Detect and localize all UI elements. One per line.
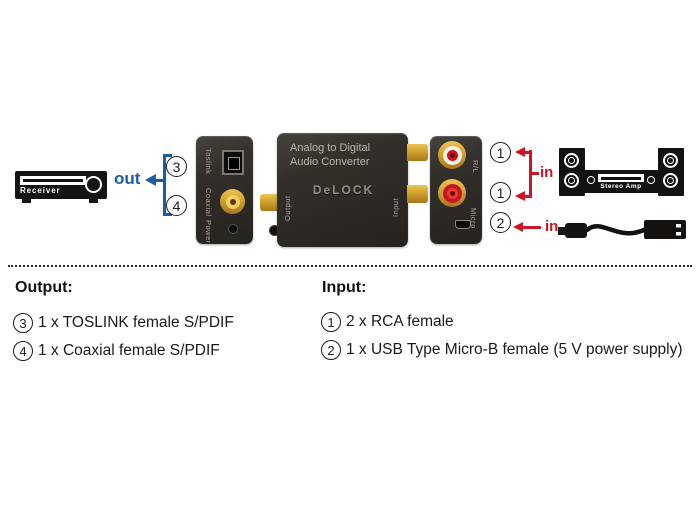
stereo-amp-unit: Stereo Amp: [584, 170, 658, 193]
power-label: Power: [204, 220, 213, 244]
legend-output-title: Output:: [15, 279, 73, 296]
rca-plug-in-1: [407, 144, 428, 161]
toslink-label: Toslink: [204, 148, 213, 175]
coaxial-label: Coaxial: [204, 188, 213, 217]
receiver-knob: [85, 176, 102, 193]
speaker-right: [658, 148, 684, 196]
legend-circle-3: 3: [13, 313, 33, 333]
amp-knob-left: [587, 176, 595, 184]
coaxial-jack: [220, 189, 245, 214]
rl-label: R/L: [471, 160, 480, 174]
legend-output-item-2: 1 x Coaxial female S/PDIF: [38, 342, 220, 359]
legend-input-item-2: 1 x USB Type Micro-B female (5 V power s…: [346, 341, 683, 358]
micro-usb-port: [455, 220, 471, 229]
out-bracket: [163, 154, 166, 216]
converter-top-view: Analog to Digital Audio Converter DeLOCK…: [277, 133, 408, 247]
callout-circle-1b: 1: [490, 182, 511, 203]
in-arrow-bottom-icon: [515, 191, 525, 201]
stereo-amp-label: Stereo Amp: [600, 183, 642, 190]
receiver-label: Receiver: [20, 186, 61, 195]
in-label-usb: in: [545, 218, 559, 235]
legend-output-item-1: 1 x TOSLINK female S/PDIF: [38, 314, 234, 331]
power-hole: [228, 224, 238, 234]
in-label-rca: in: [540, 164, 554, 181]
callout-circle-3: 3: [166, 156, 187, 177]
rca-plug-in-2: [407, 185, 428, 203]
callout-circle-2: 2: [490, 212, 511, 233]
toslink-port: [222, 150, 244, 175]
receiver-display-slot: [20, 176, 86, 185]
amp-knob-right: [647, 176, 655, 184]
usb-cable: [558, 220, 686, 239]
out-arrow-icon: [145, 174, 156, 186]
legend-circle-4: 4: [13, 341, 33, 361]
rca-jack-white: [438, 141, 466, 169]
out-label: out: [114, 169, 141, 188]
delock-logo: DeLOCK: [312, 183, 375, 197]
callout-circle-4: 4: [166, 195, 187, 216]
input-edge-label: Input: [391, 197, 400, 217]
receiver-device: Receiver: [15, 171, 107, 199]
in-arrow-top-icon: [515, 147, 525, 157]
in-arrow-usb-icon: [513, 221, 523, 232]
converter-output-panel: Toslink Coaxial Power: [196, 136, 253, 244]
callout-circle-1a: 1: [490, 142, 511, 163]
speaker-left: [559, 148, 585, 196]
receiver-foot-left: [22, 199, 31, 203]
in-bracket: [529, 150, 532, 198]
receiver-foot-right: [89, 199, 98, 203]
converter-input-panel: R/L Micro: [430, 136, 482, 244]
legend-input-title: Input:: [322, 279, 367, 296]
micro-label: Micro: [469, 208, 478, 229]
legend-input-item-1: 2 x RCA female: [346, 313, 454, 330]
rca-jack-red: [438, 179, 466, 207]
legend-circle-1: 1: [321, 312, 341, 332]
dotted-divider: [8, 265, 692, 267]
legend-circle-2: 2: [321, 340, 341, 360]
coaxial-plug-out: [260, 194, 278, 211]
amp-display-slot: [598, 174, 644, 182]
output-edge-label: Output: [283, 195, 292, 221]
converter-title: Analog to Digital Audio Converter: [290, 142, 371, 168]
